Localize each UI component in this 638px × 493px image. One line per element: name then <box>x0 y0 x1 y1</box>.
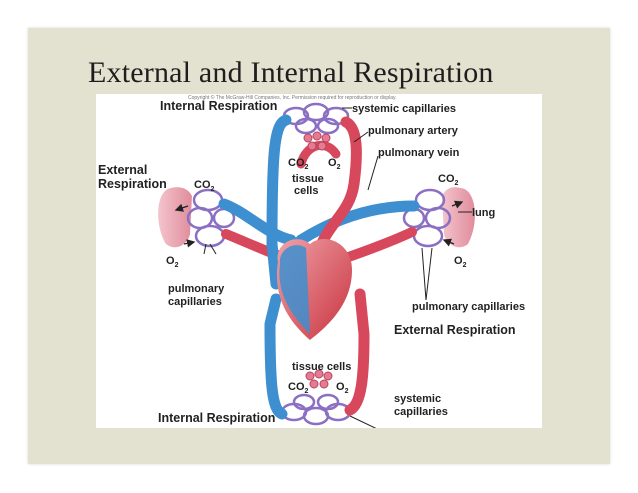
label-systemic-capillaries-bottom-1: systemic <box>394 393 441 405</box>
label-pulmonary-vein: pulmonary vein <box>378 147 460 159</box>
aorta-arch <box>296 140 341 169</box>
o2-left-arrow <box>183 239 196 248</box>
label-lung: lung <box>472 207 495 219</box>
label-systemic-capillaries-top: systemic capillaries <box>352 103 456 115</box>
o2-right-arrow <box>442 238 455 247</box>
label-o2-left: O2 <box>166 255 179 269</box>
label-o2-tissue-top: O2 <box>328 157 341 171</box>
slide: External and Internal Respiration <box>28 28 610 464</box>
label-tissue-cells-top-1: tissue <box>292 173 324 185</box>
label-pulmonary-capillaries-left-2: capillaries <box>168 296 222 308</box>
right-pulmonary-artery <box>295 200 420 246</box>
tissue-cells-top <box>303 131 331 151</box>
aorta-top <box>312 116 362 260</box>
label-co2-left: CO2 <box>194 179 215 193</box>
superior-vena-cava <box>266 114 292 290</box>
heart-right-side <box>279 245 310 334</box>
label-tissue-cells-bottom: tissue cells <box>292 361 351 373</box>
label-pulmonary-capillaries-right: pulmonary capillaries <box>412 301 525 313</box>
label-pulmonary-capillaries-left-1: pulmonary <box>168 283 225 295</box>
label-internal-respiration-bottom: Internal Respiration <box>158 411 275 425</box>
inferior-vena-cava <box>264 293 288 420</box>
right-lung <box>442 187 475 248</box>
label-internal-respiration-top: Internal Respiration <box>160 99 277 113</box>
respiration-diagram: Copyright © The McGraw-Hill Companies, I… <box>96 94 542 428</box>
descending-aorta <box>344 288 370 416</box>
co2-left-arrow <box>174 203 189 212</box>
leader-lines <box>203 107 472 428</box>
label-systemic-capillaries-bottom-2: capillaries <box>394 406 448 418</box>
label-co2-right: CO2 <box>438 173 459 187</box>
left-pulmonary-artery <box>218 198 297 246</box>
label-tissue-cells-top-2: cells <box>294 185 318 197</box>
copyright-notice: Copyright © The McGraw-Hill Companies, I… <box>188 95 397 101</box>
label-o2-tissue-bottom: O2 <box>336 381 349 395</box>
label-external-left-2: Respiration <box>98 177 167 191</box>
label-external-respiration-right: External Respiration <box>394 323 516 337</box>
left-lung <box>158 187 192 248</box>
label-co2-tissue-top: CO2 <box>288 157 309 171</box>
slide-title: External and Internal Respiration <box>88 56 494 89</box>
tissue-cells-bottom <box>305 369 333 389</box>
label-co2-tissue-bottom: CO2 <box>288 381 309 395</box>
label-o2-right: O2 <box>454 255 467 269</box>
diagram-labels: Internal Respiration systemic capillarie… <box>98 99 525 425</box>
co2-right-arrow <box>451 200 464 209</box>
label-external-left-1: External <box>98 163 147 177</box>
respiration-illustration <box>158 102 475 428</box>
label-pulmonary-artery: pulmonary artery <box>368 125 459 137</box>
